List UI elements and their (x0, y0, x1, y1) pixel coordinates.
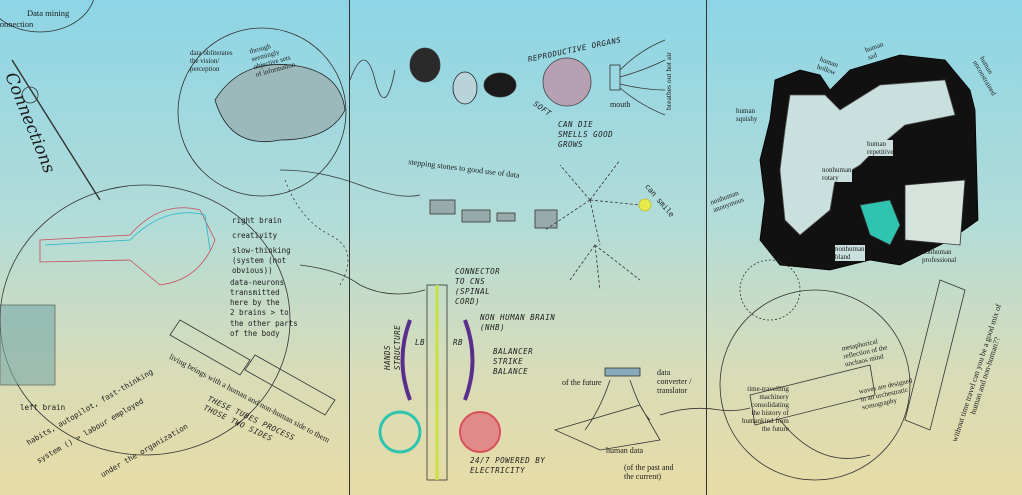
right-tube (904, 279, 966, 431)
data-mining-circle (0, 0, 94, 33)
label-hands-structure: HANDS STRUCTURE (383, 324, 403, 370)
label-data-neurons: data-neurons transmitted here by the 2 b… (230, 278, 298, 338)
time-machine-circle (719, 289, 911, 481)
label-powered: 24/7 POWERED BY ELECTRICITY (470, 456, 546, 476)
label-nhb: NON HUMAN BRAIN (NHB) (480, 313, 556, 333)
right-hand-brain (463, 319, 475, 401)
teal-patch (859, 199, 901, 246)
label-of-the-future: of the future (562, 378, 602, 387)
seed-pod-1 (409, 47, 441, 83)
label-nonhuman-professional: nonhuman professional (922, 248, 957, 265)
label-data-obliterates: data obliterates the vision/ perception (190, 49, 233, 74)
seed-pod-2 (452, 71, 478, 105)
cyan-coil (378, 410, 422, 454)
label-balancer: BALANCER STRIKE BALANCE (493, 347, 534, 377)
label-past-and-current: (of the past and the current) (624, 463, 674, 482)
label-time-travelling: time-travelling machinery consolidating … (742, 385, 789, 434)
probe-instrument (11, 59, 101, 201)
label-connector: CONNECTOR TO CNS (SPINAL CORD) (455, 267, 501, 307)
light-map-inside (779, 79, 956, 236)
panel-divider-left (349, 0, 350, 495)
stepping-path (279, 169, 421, 197)
label-human-repetitive: human repetitive (867, 140, 894, 157)
label-human-data: human data (606, 446, 644, 455)
label-data-mining: Data mining (27, 8, 70, 18)
squiggle-path (349, 59, 396, 99)
panel-divider-right (706, 0, 707, 495)
crumpled-data-shape (214, 64, 346, 142)
left-hand-brain (400, 319, 412, 401)
label-rb: RB (453, 338, 464, 347)
label-human-squishy: human squishy (736, 107, 758, 124)
label-nonhuman-bland: nonhuman bland (835, 245, 865, 262)
professional-creature-area (904, 179, 966, 246)
flower (542, 57, 592, 107)
right-brain-cyan (44, 212, 211, 251)
label-mouth: mouth (610, 100, 631, 109)
wavy-path-mid (299, 264, 426, 295)
label-creativity: creativity (232, 231, 278, 240)
label-data-converter: data converter / translator (657, 368, 692, 396)
vision-circle (177, 27, 347, 197)
sunburst (544, 159, 641, 291)
label-connection: connection (0, 19, 34, 29)
mouth-box (609, 64, 621, 91)
time-machine-gear (739, 259, 801, 321)
label-breathes: breathes out hot air (664, 52, 673, 110)
dotted-connector (284, 179, 349, 286)
label-nonhuman-rotary: nonhuman rotary (822, 166, 852, 183)
wavy-path-right (659, 407, 751, 416)
label-lb: LB (415, 338, 426, 347)
breath-lines (619, 39, 666, 116)
left-brain-block (0, 304, 56, 386)
label-right-brain: right brain (232, 216, 282, 225)
right-brain-sketch (39, 207, 216, 286)
label-can-die: CAN DIE SMELLS GOOD GROWS (558, 120, 614, 150)
wave-generator (749, 364, 876, 459)
probe-ring (21, 86, 39, 104)
converter-box (604, 367, 641, 377)
label-left-brain: left brain (20, 403, 66, 412)
smile-dot (638, 198, 652, 212)
stepping-stones (429, 199, 558, 229)
tube-2 (244, 354, 336, 416)
seed-pod-3 (483, 72, 517, 98)
brain-circle (0, 184, 291, 456)
label-slow-thinking: slow-thinking (system (not obvious)) (232, 246, 291, 276)
tube-1 (169, 319, 251, 376)
red-coil (459, 411, 501, 453)
